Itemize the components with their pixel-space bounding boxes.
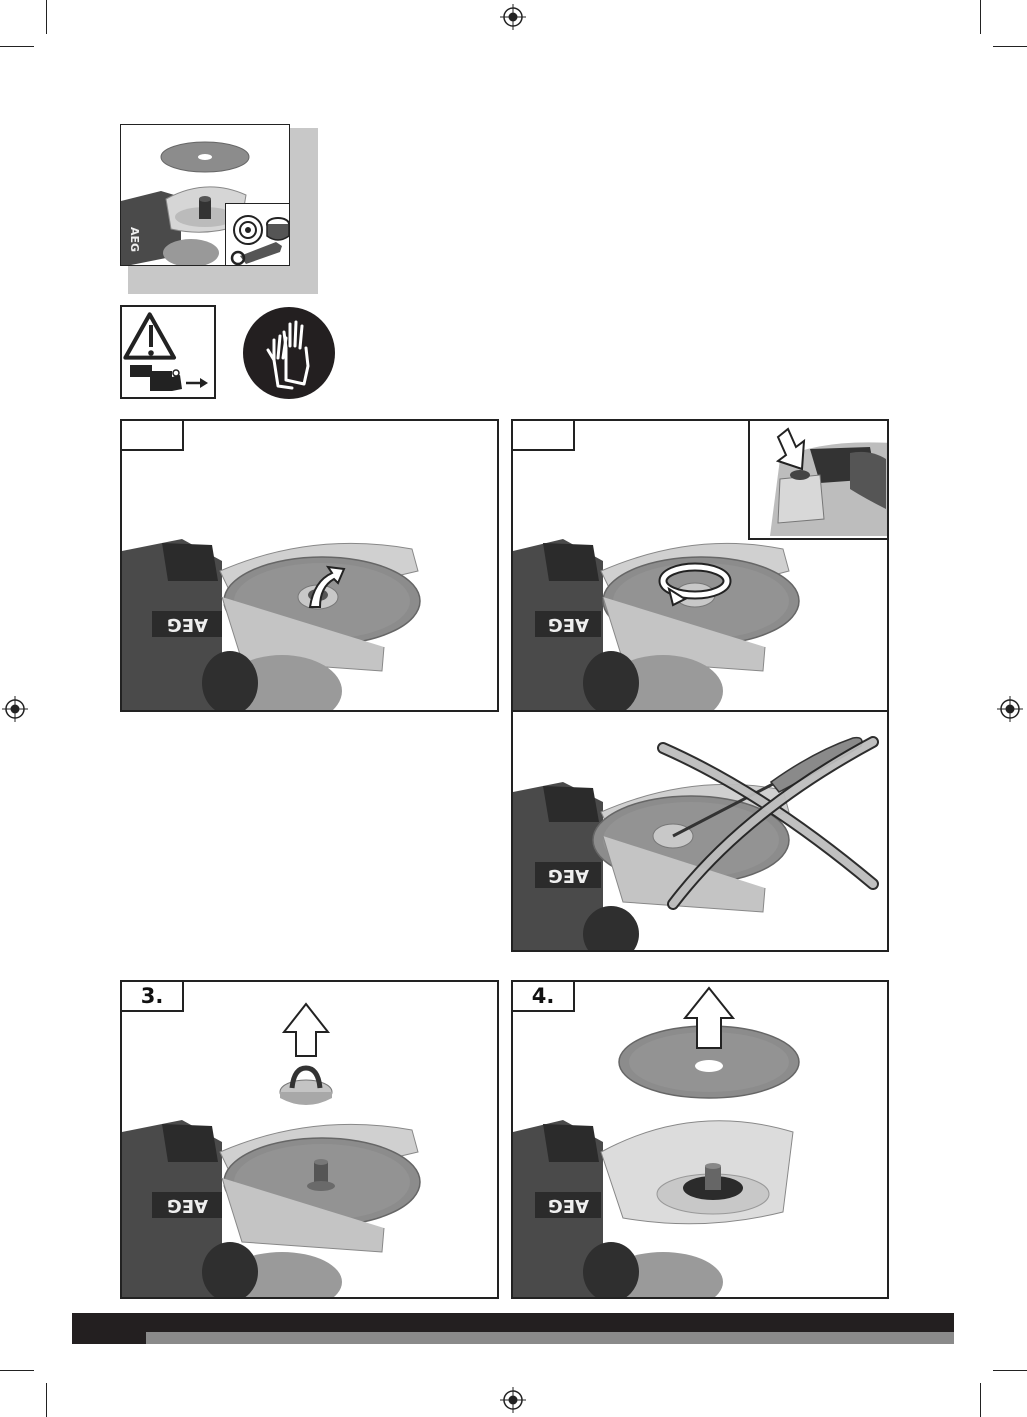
aeg-logo: AEG xyxy=(548,1195,589,1216)
step-2-panel: AEG xyxy=(511,419,889,712)
registration-mark-icon xyxy=(2,696,28,722)
aeg-logo: AEG xyxy=(128,227,141,252)
registration-mark-icon xyxy=(500,1387,526,1413)
registration-mark-icon xyxy=(500,4,526,30)
crop-mark xyxy=(0,46,34,47)
push-arrow-icon xyxy=(778,429,804,469)
step-2-prohibited-panel: AEG xyxy=(511,710,889,952)
crop-mark xyxy=(46,1383,47,1417)
aeg-logo: AEG xyxy=(548,614,589,635)
footer-page-tab xyxy=(72,1332,146,1344)
aeg-logo: AEG xyxy=(167,1195,208,1216)
step-3-label: 3. xyxy=(122,982,184,1012)
lift-up-arrow-icon xyxy=(284,1004,328,1056)
header-thumbnail: AEG xyxy=(120,124,290,266)
aeg-logo: AEG xyxy=(167,614,208,635)
registration-mark-icon xyxy=(997,696,1023,722)
step-1-panel: AEG xyxy=(120,419,499,712)
warning-triangle-icon xyxy=(125,314,174,357)
step-3-panel: AEG 3. xyxy=(120,980,499,1299)
step-1-label xyxy=(122,421,184,451)
crop-mark xyxy=(980,1383,981,1417)
aeg-logo: AEG xyxy=(548,865,589,886)
crop-mark xyxy=(46,0,47,34)
wear-gloves-icon xyxy=(242,306,336,400)
footer-bar xyxy=(72,1313,954,1332)
crop-mark xyxy=(993,46,1027,47)
step-4-label: 4. xyxy=(513,982,575,1012)
step-2-label xyxy=(513,421,575,451)
accessories-inset xyxy=(225,203,290,266)
crop-mark xyxy=(980,0,981,34)
footer-bar-grey xyxy=(146,1332,954,1344)
remove-battery-icon xyxy=(130,365,208,391)
spindle-lock-inset xyxy=(748,419,889,540)
crop-mark xyxy=(0,1370,34,1371)
step-4-panel: AEG 4. xyxy=(511,980,889,1299)
crop-mark xyxy=(993,1370,1027,1371)
warning-remove-battery-box xyxy=(120,305,216,399)
